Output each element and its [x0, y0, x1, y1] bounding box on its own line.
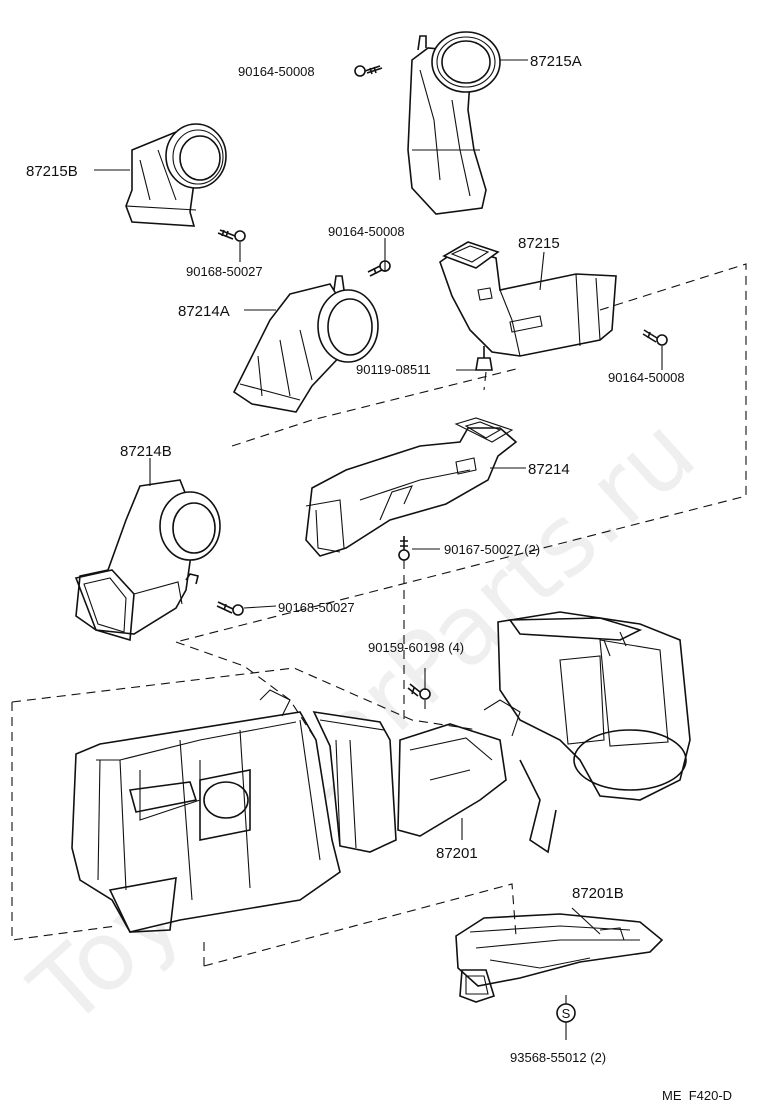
part-87215-drawing — [439, 241, 617, 357]
part-87214-drawing — [305, 417, 518, 557]
screw-icon-f1 — [354, 65, 383, 77]
part-87201B-drawing — [455, 913, 664, 1003]
part-87214A-drawing — [232, 275, 379, 413]
screw-icon-f7 — [216, 601, 244, 616]
label-87215: 87215 — [518, 235, 560, 252]
screw-icon-f2 — [217, 229, 246, 242]
screw-icon-f3 — [367, 260, 391, 277]
label-90164-50008-b: 90164-50008 — [328, 224, 405, 239]
screw-icon-f8 — [407, 683, 431, 700]
label-90167-50027: 90167-50027 (2) — [444, 542, 540, 557]
assembly-dashed-lines — [11, 263, 747, 1004]
screw-icon-f6 — [398, 536, 410, 561]
part-87215A-drawing — [407, 31, 501, 215]
label-90119-08511: 90119-08511 — [356, 362, 431, 377]
label-90159-60198: 90159-60198 (4) — [368, 640, 464, 655]
label-87214A: 87214A — [178, 303, 230, 320]
part-87214B-drawing — [74, 479, 221, 642]
label-87201B: 87201B — [572, 885, 624, 902]
s-mark-text: S — [562, 1006, 571, 1021]
label-93568-55012: 93568-55012 (2) — [510, 1050, 606, 1065]
label-87214B: 87214B — [120, 443, 172, 460]
label-87214: 87214 — [528, 461, 570, 478]
label-87201: 87201 — [436, 845, 478, 862]
clip-icon-f4 — [475, 346, 493, 371]
leader-lines — [94, 59, 663, 1040]
part-87215B-drawing — [125, 123, 227, 227]
label-90164-50008-a: 90164-50008 — [238, 64, 315, 79]
label-90168-50027-b: 90168-50027 — [278, 600, 355, 615]
part-87201-drawing — [71, 611, 691, 933]
label-90168-50027-a: 90168-50027 — [186, 264, 263, 279]
label-87215B: 87215B — [26, 163, 78, 180]
s-mark-icon: S — [556, 1003, 576, 1023]
label-90164-50008-c: 90164-50008 — [608, 370, 685, 385]
diagram-code: ME F420-D — [662, 1088, 732, 1103]
label-87215A: 87215A — [530, 53, 582, 70]
screw-icon-f5 — [642, 329, 668, 346]
